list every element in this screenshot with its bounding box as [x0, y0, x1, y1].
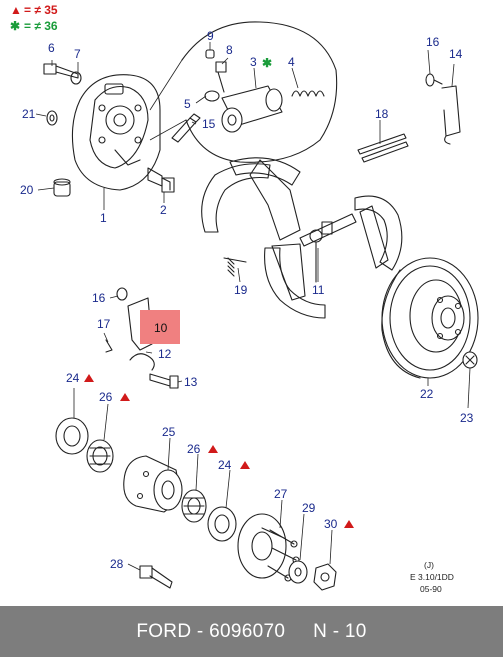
triangle-icon — [84, 374, 94, 382]
grommet-20 — [53, 178, 71, 197]
highlight-box — [140, 310, 180, 344]
label-22: 22 — [420, 387, 434, 401]
reference-line-2: E 3.10/1DD — [410, 572, 454, 582]
legend: ▲ = ≠ 35 ✱ = ≠ 36 — [10, 3, 58, 33]
brake-shoe-right — [354, 195, 403, 271]
label-12: 12 — [158, 347, 172, 361]
washer-21 — [46, 110, 58, 126]
pins-18 — [357, 133, 409, 163]
label-14: 14 — [449, 47, 463, 61]
label-21: 21 — [22, 107, 36, 121]
footer-part-number: 6096070 — [209, 620, 286, 642]
brake-shoe-lower — [264, 243, 326, 319]
brake-shoe-upper — [201, 157, 301, 241]
label-24-left: 24 — [66, 371, 80, 385]
footer-bar: FORD - 6096070 N - 10 — [0, 606, 503, 657]
nut-30 — [313, 563, 337, 591]
label-26-right: 26 — [187, 442, 201, 456]
triangle-markers — [84, 374, 354, 528]
label-5: 5 — [184, 97, 191, 111]
seal-24-right — [207, 506, 237, 542]
legend-item-2-text: = ≠ 36 — [24, 19, 58, 33]
label-18: 18 — [375, 107, 389, 121]
legend-triangle-icon: ▲ — [10, 3, 22, 17]
label-29: 29 — [302, 501, 316, 515]
label-20: 20 — [20, 183, 34, 197]
label-2: 2 — [160, 203, 167, 217]
bearing-26-left — [86, 439, 114, 473]
hub-25 — [123, 455, 183, 513]
label-11: 11 — [312, 283, 325, 297]
label-4: 4 — [288, 55, 295, 69]
label-27: 27 — [274, 487, 288, 501]
label-10: 10 — [154, 321, 168, 335]
label-26-left: 26 — [99, 390, 113, 404]
bolt-15 — [171, 113, 201, 143]
label-25: 25 — [162, 425, 176, 439]
adjuster-strut-11 — [299, 213, 357, 283]
footer-brand: FORD — [136, 620, 192, 642]
hub-flange-27 — [237, 513, 300, 582]
label-23: 23 — [460, 411, 474, 425]
footer-separator: - — [191, 620, 210, 642]
reference-code: (J) E 3.10/1DD 05-90 — [410, 560, 454, 594]
reference-line-1: (J) — [424, 560, 434, 570]
label-9: 9 — [207, 29, 214, 43]
triangle-icon — [344, 520, 354, 528]
spring-19 — [223, 257, 247, 277]
bolt-28 — [139, 565, 173, 589]
spring-clip-14 — [425, 73, 461, 145]
footer-position: N - 10 — [313, 620, 367, 642]
label-3: 3 — [250, 55, 257, 69]
label-15: 15 — [202, 117, 216, 131]
triangle-icon — [240, 461, 250, 469]
legend-item-1-text: = ≠ 35 — [24, 3, 58, 17]
part-labels: 1 2 3 4 5 6 7 8 9 10 11 12 13 14 15 16 1… — [20, 29, 474, 571]
asterisk-icon: ✱ — [262, 56, 272, 70]
label-8: 8 — [226, 43, 233, 57]
label-30: 30 — [324, 517, 338, 531]
label-6: 6 — [48, 41, 55, 55]
label-24-right: 24 — [218, 458, 232, 472]
seal-24-left — [55, 417, 89, 455]
wheel-cylinder-detail — [149, 21, 338, 163]
bolt-6 — [43, 63, 82, 85]
label-16-top: 16 — [426, 35, 440, 49]
brake-assembly-diagram: ▲ = ≠ 35 ✱ = ≠ 36 — [10, 3, 479, 594]
label-13: 13 — [184, 375, 198, 389]
legend-asterisk-icon: ✱ — [10, 19, 20, 33]
label-28: 28 — [110, 557, 124, 571]
footer-gap — [285, 621, 313, 643]
label-1: 1 — [100, 211, 107, 225]
brake-drum-22 — [381, 257, 479, 379]
triangle-icon — [208, 445, 218, 453]
label-19: 19 — [234, 283, 248, 297]
label-7: 7 — [74, 47, 81, 61]
bearing-26-right — [181, 489, 207, 523]
screw-23 — [462, 351, 478, 369]
washer-29 — [288, 560, 308, 584]
leader-lines — [35, 42, 471, 571]
reference-line-3: 05-90 — [420, 584, 442, 594]
triangle-icon — [120, 393, 130, 401]
backing-plate — [71, 74, 161, 191]
label-16-left: 16 — [92, 291, 106, 305]
bolt-2 — [147, 167, 175, 193]
label-17: 17 — [97, 317, 111, 331]
